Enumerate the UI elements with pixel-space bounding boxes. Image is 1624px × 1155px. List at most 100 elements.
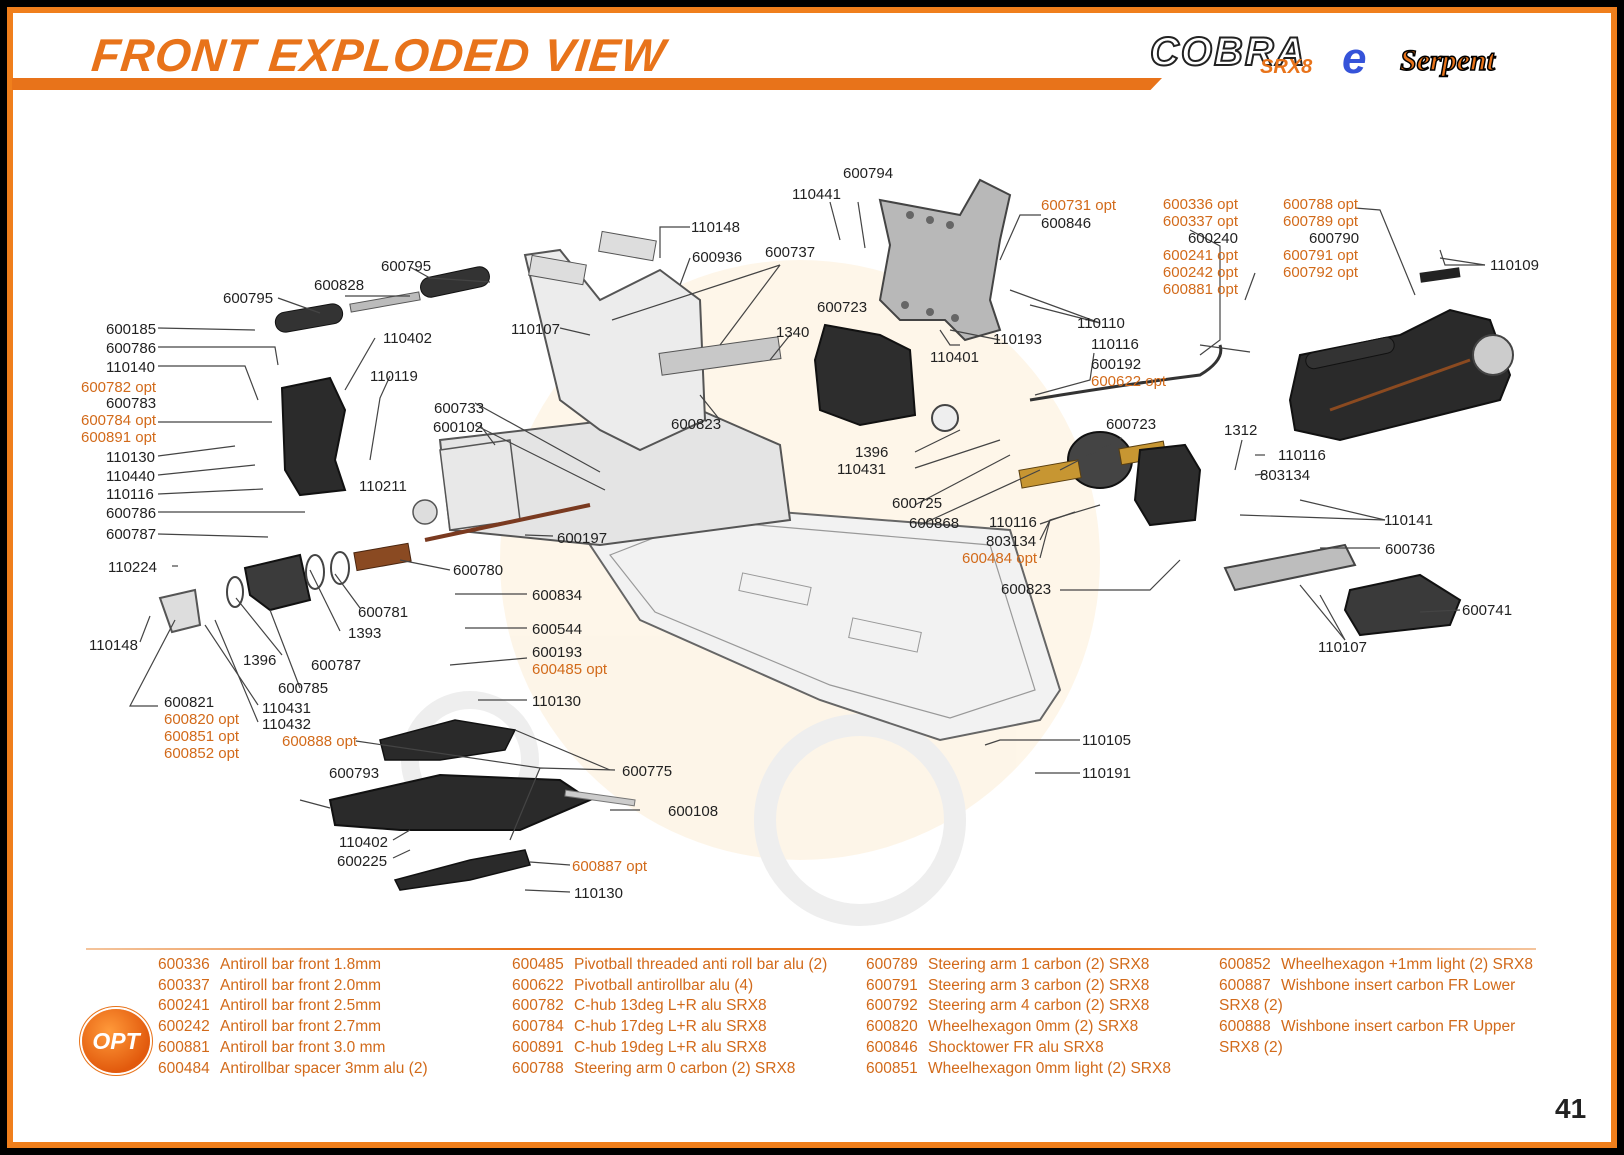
legend-part-code: 600336 <box>158 956 210 973</box>
legend-part-code: 600888 <box>1219 1018 1271 1036</box>
part-callout: 600723 <box>817 299 867 316</box>
legend-part-description: Pivotball threaded anti roll bar alu (2) <box>574 956 828 973</box>
legend-part-code: 600851 <box>866 1059 918 1077</box>
part-callout: 600737 <box>765 244 815 261</box>
legend-row: 600852 Wheelhexagon +1mm light (2) SRX8 <box>1219 955 1549 976</box>
part-callout: 110116 <box>106 486 154 503</box>
part-callout: 600823 <box>1001 581 1051 598</box>
part-callout: 600725 <box>892 495 942 512</box>
part-callout: 600846 <box>1041 215 1091 232</box>
legend-part-description: Steering arm 3 carbon (2) SRX8 <box>928 976 1150 994</box>
part-callout: 110116 <box>1091 336 1139 353</box>
legend-part-code: 600792 <box>866 997 918 1015</box>
part-callout: 600881 opt <box>1163 281 1239 298</box>
part-callout: 600794 <box>843 165 893 182</box>
part-callout: 110148 <box>89 637 138 654</box>
part-callout: 600731 opt <box>1041 197 1117 214</box>
part-callout: 600888 opt <box>282 733 358 750</box>
part-callout: 110116 <box>989 514 1037 531</box>
part-callout: 600485 opt <box>532 661 608 678</box>
part-callout: 1340 <box>776 324 809 341</box>
legend-part-description: Shocktower FR alu SRX8 <box>928 1038 1104 1056</box>
part-callout: 600795 <box>223 290 273 307</box>
part-callout: 110148 <box>691 219 740 236</box>
part-callout: 600936 <box>692 249 742 266</box>
legend-part-description: Antiroll bar front 2.5mm <box>220 997 382 1015</box>
legend-part-code: 600622 <box>512 976 564 994</box>
part-callout: 600786 <box>106 340 156 357</box>
part-callout: 110211 <box>359 478 407 495</box>
part-callout: 600891 opt <box>81 429 157 446</box>
legend-part-code: 600820 <box>866 1018 918 1036</box>
part-callout: 600781 <box>358 604 408 621</box>
part-callout: 600783 <box>106 395 156 412</box>
legend-part-description: Antiroll bar front 2.0mm <box>220 976 382 994</box>
center-bulkhead-assembly <box>412 230 792 547</box>
part-callout: 600733 <box>434 400 484 417</box>
steering-turnbuckle <box>274 266 490 333</box>
part-callout: 110402 <box>339 834 388 851</box>
legend-part-code: 600846 <box>866 1038 918 1056</box>
part-callout: 600185 <box>106 321 156 338</box>
part-callout: 600821 <box>164 694 214 711</box>
part-callout: 600852 opt <box>164 745 240 762</box>
legend-divider <box>86 948 1536 950</box>
part-callout: 600782 opt <box>81 379 157 396</box>
title-underline <box>12 78 1162 90</box>
part-callout: 600544 <box>532 621 582 638</box>
srx8-logo: SRX8 <box>1260 56 1313 78</box>
part-callout: 600622 opt <box>1091 373 1167 390</box>
part-callout: 600102 <box>433 419 483 436</box>
part-callout: 110130 <box>532 693 581 710</box>
part-callout: 600834 <box>532 587 582 604</box>
part-callout: 600786 <box>106 505 156 522</box>
legend-part-description: Wheelhexagon +1mm light (2) SRX8 <box>1281 956 1533 973</box>
legend-part-description: Antiroll bar front 3.0 mm <box>220 1038 386 1056</box>
part-callout: 600851 opt <box>164 728 240 745</box>
part-callout: 600887 opt <box>572 858 648 875</box>
part-callout: 803134 <box>986 533 1036 550</box>
part-callout: 110109 <box>1490 257 1539 274</box>
shock-tower <box>878 178 1012 342</box>
wishbones <box>328 719 636 891</box>
part-callout: 803134 <box>1260 467 1310 484</box>
legend-part-description: Antiroll bar front 2.7mm <box>220 1018 382 1036</box>
part-callout: 600785 <box>278 680 328 697</box>
part-callout: 600793 <box>329 765 379 782</box>
part-callout: 1393 <box>348 625 381 642</box>
legend-part-description: Antiroll bar front 1.8mm <box>220 956 382 973</box>
legend-part-code: 600789 <box>866 956 918 973</box>
serpent-logo: Serpent <box>1399 43 1496 78</box>
part-callout: 600868 <box>909 515 959 532</box>
part-callout: 600484 opt <box>962 550 1038 567</box>
e-logo: e <box>1342 34 1367 83</box>
legend-row: 600789 Steering arm 1 carbon (2) SRX8 <box>866 955 1171 976</box>
part-callout: 110441 <box>792 186 841 203</box>
part-callout: 600108 <box>668 803 718 820</box>
part-callout: 600336 opt <box>1163 196 1239 213</box>
legend-part-code: 600241 <box>158 997 210 1015</box>
legend-part-code: 600852 <box>1219 956 1271 973</box>
part-callout: 110432 <box>262 716 311 733</box>
part-callout: 600792 opt <box>1283 264 1359 281</box>
opt-badge-icon: OPT <box>82 1009 150 1073</box>
front-bumper <box>1223 543 1462 637</box>
part-callout: 110224 <box>108 559 157 576</box>
part-callout: 1396 <box>855 444 888 461</box>
legend-part-description: Steering arm 1 carbon (2) SRX8 <box>928 956 1150 973</box>
part-callout: 600787 <box>311 657 361 674</box>
part-callout: 110191 <box>1082 765 1131 782</box>
driveshaft <box>424 503 591 542</box>
